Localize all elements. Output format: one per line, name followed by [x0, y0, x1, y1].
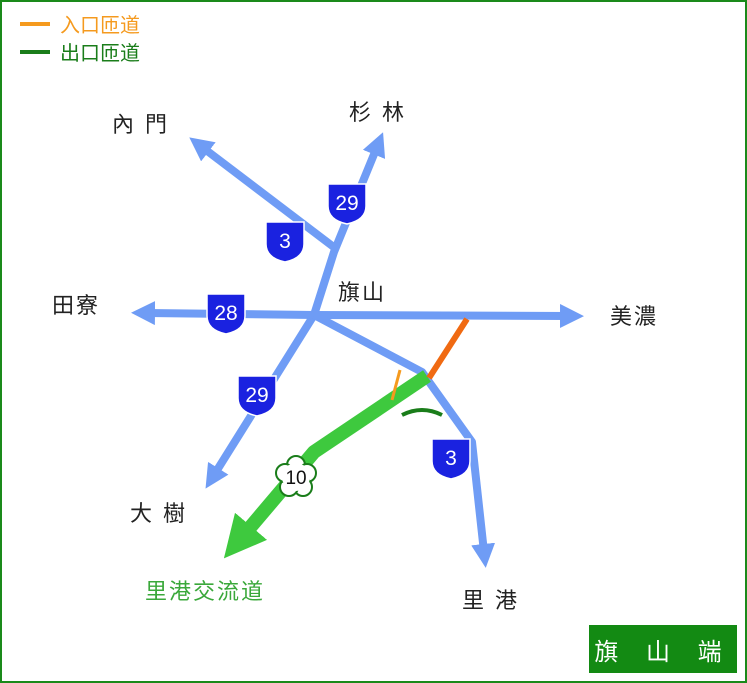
interchange-title: 旗 山 端: [589, 625, 737, 673]
road-3-to-neimen: [189, 137, 338, 252]
entry-ramp-side: [390, 369, 402, 401]
svg-text:3: 3: [279, 230, 291, 253]
svg-text:10: 10: [285, 468, 306, 489]
shield-route-3-south: 3: [431, 438, 471, 480]
svg-text:29: 29: [245, 384, 268, 407]
place-shanlin: 杉 林: [349, 101, 406, 126]
place-meinong: 美濃: [610, 305, 658, 330]
road-28-to-meinong: [313, 303, 584, 328]
shield-freeway-10: 10: [275, 455, 317, 497]
shield-route-3-north: 3: [265, 221, 305, 263]
svg-text:28: 28: [214, 302, 237, 325]
exit-ramp: [401, 408, 443, 417]
shield-route-29-south: 29: [237, 375, 277, 417]
road-29-to-shanlin: [310, 132, 386, 317]
legend-entry-ramp-label: 入口匝道: [60, 13, 140, 37]
svg-text:29: 29: [335, 192, 358, 215]
shield-route-29-north: 29: [327, 183, 367, 225]
svg-text:3: 3: [445, 447, 457, 470]
place-dashu: 大 樹: [130, 502, 187, 527]
place-neimen: 內 門: [112, 113, 169, 138]
place-qishan: 旗山: [338, 281, 386, 306]
legend: 入口匝道 出口匝道: [20, 13, 140, 65]
entry-ramp-main: [426, 317, 470, 380]
place-ligang: 里 港: [462, 589, 519, 614]
road-3-to-ligang: [312, 311, 496, 568]
freeway-10: [223, 370, 431, 559]
shield-route-28: 28: [206, 293, 246, 335]
place-tianliao: 田寮: [52, 294, 100, 319]
place-ligang-interchange: 里港交流道: [145, 580, 265, 605]
legend-exit-ramp-label: 出口匝道: [60, 41, 140, 65]
